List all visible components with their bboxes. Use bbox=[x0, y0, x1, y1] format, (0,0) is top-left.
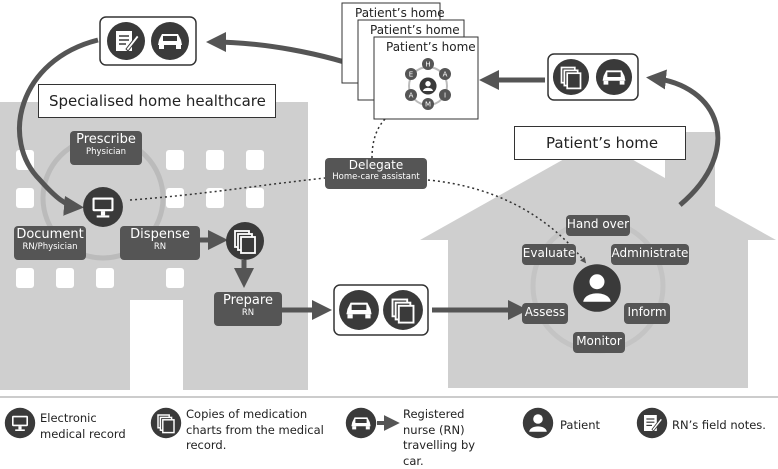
stack-cycle-letter: I bbox=[439, 89, 451, 101]
legend-car-icon bbox=[345, 407, 377, 439]
dispense-role: RN bbox=[153, 241, 167, 252]
monitor-label: Monitor bbox=[573, 332, 625, 353]
car-icon bbox=[151, 22, 189, 60]
hospital-title: Specialised home healthcare bbox=[49, 92, 266, 110]
delegate-node: Delegate Home-care assistant bbox=[325, 158, 427, 189]
svg-text:H: H bbox=[425, 61, 430, 69]
prepare-role: RN bbox=[241, 307, 255, 318]
car-icon bbox=[595, 58, 633, 96]
visit-arrow bbox=[646, 69, 721, 207]
patient-home-stack bbox=[341, 2, 479, 120]
svg-text:A: A bbox=[443, 71, 448, 79]
stack-cycle-letter: M bbox=[422, 98, 434, 110]
svg-text:A: A bbox=[409, 92, 414, 100]
stack-label-front: Patient’s home bbox=[386, 40, 476, 54]
dispense-title: Dispense bbox=[130, 227, 190, 242]
legend-field-notes-icon bbox=[636, 407, 668, 439]
chart-copies-icon bbox=[382, 289, 424, 331]
inform-label: Inform bbox=[624, 303, 670, 324]
stack-label-back: Patient’s home bbox=[355, 6, 445, 20]
prepare-title: Prepare bbox=[223, 293, 273, 308]
delegate-to-patients-line bbox=[371, 107, 401, 159]
svg-text:M: M bbox=[425, 101, 431, 109]
assess-label: Assess bbox=[522, 303, 568, 324]
chart-copies-icon bbox=[552, 58, 590, 96]
hand-over-label: Hand over bbox=[566, 215, 630, 236]
home-title-box: Patient’s home bbox=[514, 126, 686, 160]
document-role: RN/Physician bbox=[22, 241, 78, 252]
administrate-label: Administrate bbox=[611, 244, 689, 265]
stack-label-middle: Patient’s home bbox=[370, 23, 460, 37]
svg-text:I: I bbox=[444, 92, 446, 100]
dispense-node: Dispense RN bbox=[120, 226, 200, 260]
field-notes-icon bbox=[106, 21, 146, 61]
stack-cycle-letter: A bbox=[439, 68, 451, 80]
stack-patient-icon bbox=[419, 77, 437, 95]
chart-copies-icon bbox=[225, 221, 265, 261]
legend-copies-text: Copies of medication charts from the med… bbox=[186, 407, 324, 453]
legend-nurse-text: Registered nurse (RN) travelling by car. bbox=[403, 407, 476, 468]
home-title: Patient’s home bbox=[546, 134, 659, 152]
prescribe-title: Prescribe bbox=[76, 132, 136, 147]
hospital-loop-arrow bbox=[16, 37, 99, 216]
document-node: Document RN/Physician bbox=[14, 226, 86, 260]
legend-monitor-icon bbox=[4, 407, 36, 439]
delegate-title: Delegate bbox=[348, 158, 404, 172]
car-icon bbox=[339, 290, 379, 330]
patient-icon bbox=[573, 264, 621, 312]
document-title: Document bbox=[16, 227, 84, 242]
prescribe-node: Prescribe Physician bbox=[70, 131, 142, 165]
stack-mini-cycle: H A I M A E bbox=[405, 58, 451, 110]
delegate-role: Home-care assistant bbox=[332, 171, 420, 182]
prescribe-role: Physician bbox=[86, 146, 126, 157]
legend-patient-text: Patient bbox=[560, 418, 601, 432]
monitor-icon bbox=[83, 187, 123, 227]
svg-text:E: E bbox=[409, 71, 413, 79]
stack-cycle-letter: H bbox=[422, 58, 434, 70]
prepare-node: Prepare RN bbox=[214, 292, 282, 326]
diagram-canvas: H A I M A E bbox=[0, 2, 778, 439]
legend-emr-text: Electronic medical record bbox=[40, 411, 126, 441]
evaluate-label: Evaluate bbox=[522, 244, 576, 265]
stack-cycle-letter: A bbox=[405, 89, 417, 101]
delegate-dotted-line bbox=[129, 177, 326, 201]
stack-cycle-letter: E bbox=[405, 68, 417, 80]
legend-patient-icon bbox=[522, 407, 554, 439]
legend-notes-text: RN’s field notes. bbox=[672, 418, 766, 432]
hospital-title-box: Specialised home healthcare bbox=[38, 84, 276, 118]
legend-chart-copies-icon bbox=[150, 407, 182, 439]
